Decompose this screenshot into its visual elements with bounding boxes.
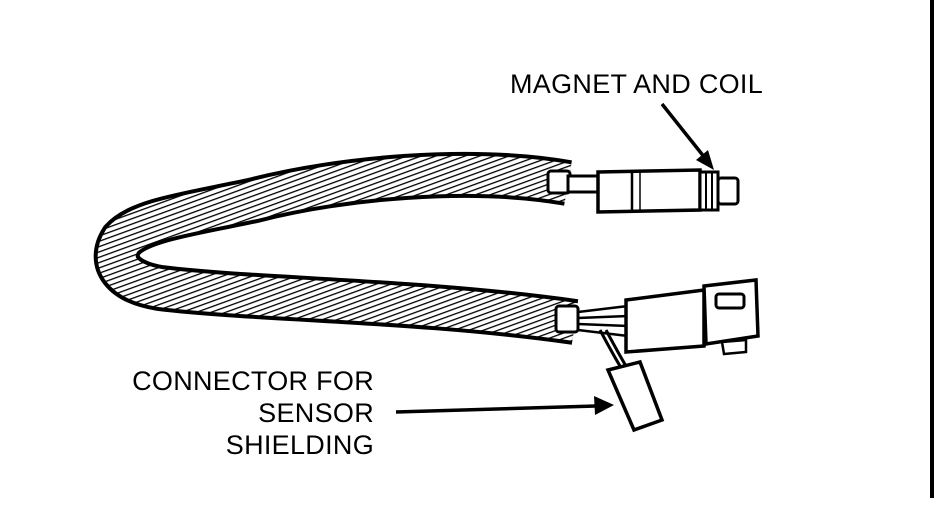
- braided-cable: [93, 151, 579, 345]
- label-connector-line2: SENSOR: [258, 398, 374, 428]
- main-connector: [554, 278, 760, 356]
- shield-connector: [598, 329, 665, 433]
- arrow-magnet-and-coil: [660, 102, 714, 170]
- label-connector-line1: CONNECTOR FOR: [132, 366, 374, 396]
- arrow-connector-shielding: [395, 396, 614, 415]
- sensor-probe: [546, 168, 740, 214]
- label-connector-line3: SHIELDING: [226, 430, 374, 460]
- label-magnet-and-coil: MAGNET AND COIL: [510, 69, 763, 99]
